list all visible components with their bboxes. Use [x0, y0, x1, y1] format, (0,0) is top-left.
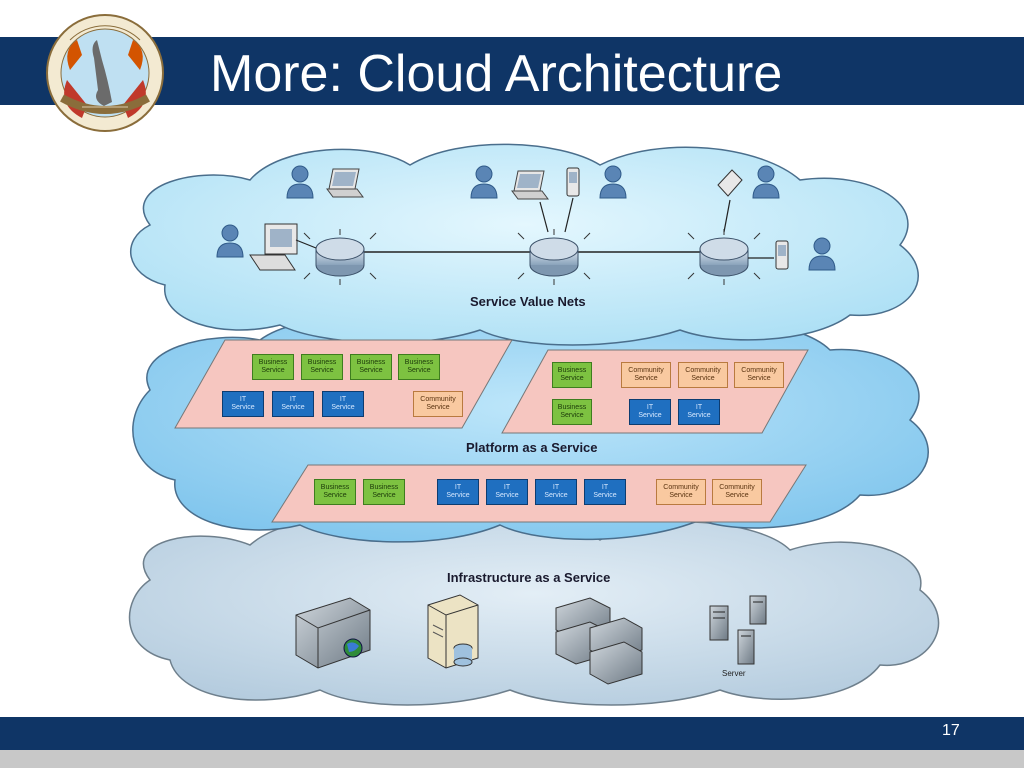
title-bar [0, 37, 1024, 105]
desktop-computer-icon [249, 223, 298, 271]
it-service-box: IT Service [222, 391, 264, 417]
community-service-box: Community Service [413, 391, 463, 417]
business-service-box: Business Service [350, 354, 392, 380]
it-service-box: IT Service [535, 479, 577, 505]
business-service-box: Business Service [398, 354, 440, 380]
business-service-box: Business Service [301, 354, 343, 380]
it-service-box: IT Service [678, 399, 720, 425]
community-service-box: Community Service [734, 362, 784, 388]
database-server-icon [427, 594, 479, 669]
it-service-box: IT Service [272, 391, 314, 417]
it-service-box: IT Service [486, 479, 528, 505]
web-server-icon [295, 597, 371, 669]
server-label: Server [722, 669, 746, 678]
layer-label-paas: Platform as a Service [466, 440, 598, 455]
community-service-box: Community Service [678, 362, 728, 388]
layer-label-svn: Service Value Nets [470, 294, 586, 309]
footer-strip [0, 750, 1024, 768]
business-service-box: Business Service [552, 362, 592, 388]
it-service-box: IT Service [629, 399, 671, 425]
footer-bar [0, 717, 1024, 750]
it-service-box: IT Service [322, 391, 364, 417]
slide-title: More: Cloud Architecture [210, 45, 783, 103]
community-service-box: Community Service [656, 479, 706, 505]
mobile-phone-icon [717, 169, 743, 197]
server-cluster-icon [555, 597, 643, 685]
it-service-box: IT Service [584, 479, 626, 505]
svn-cloud [130, 143, 919, 346]
business-service-box: Business Service [314, 479, 356, 505]
page-number: 17 [942, 722, 960, 739]
it-service-box: IT Service [437, 479, 479, 505]
phone-icon [566, 167, 580, 197]
business-service-box: Business Service [252, 354, 294, 380]
server-tower-icon [709, 595, 767, 665]
layer-label-iaas: Infrastructure as a Service [447, 570, 611, 585]
community-service-box: Community Service [621, 362, 671, 388]
iaas-cloud [128, 518, 940, 706]
business-service-box: Business Service [363, 479, 405, 505]
business-service-box: Business Service [552, 399, 592, 425]
pda-icon [775, 240, 789, 270]
gaming-commission-seal-logo [46, 14, 164, 132]
community-service-box: Community Service [712, 479, 762, 505]
